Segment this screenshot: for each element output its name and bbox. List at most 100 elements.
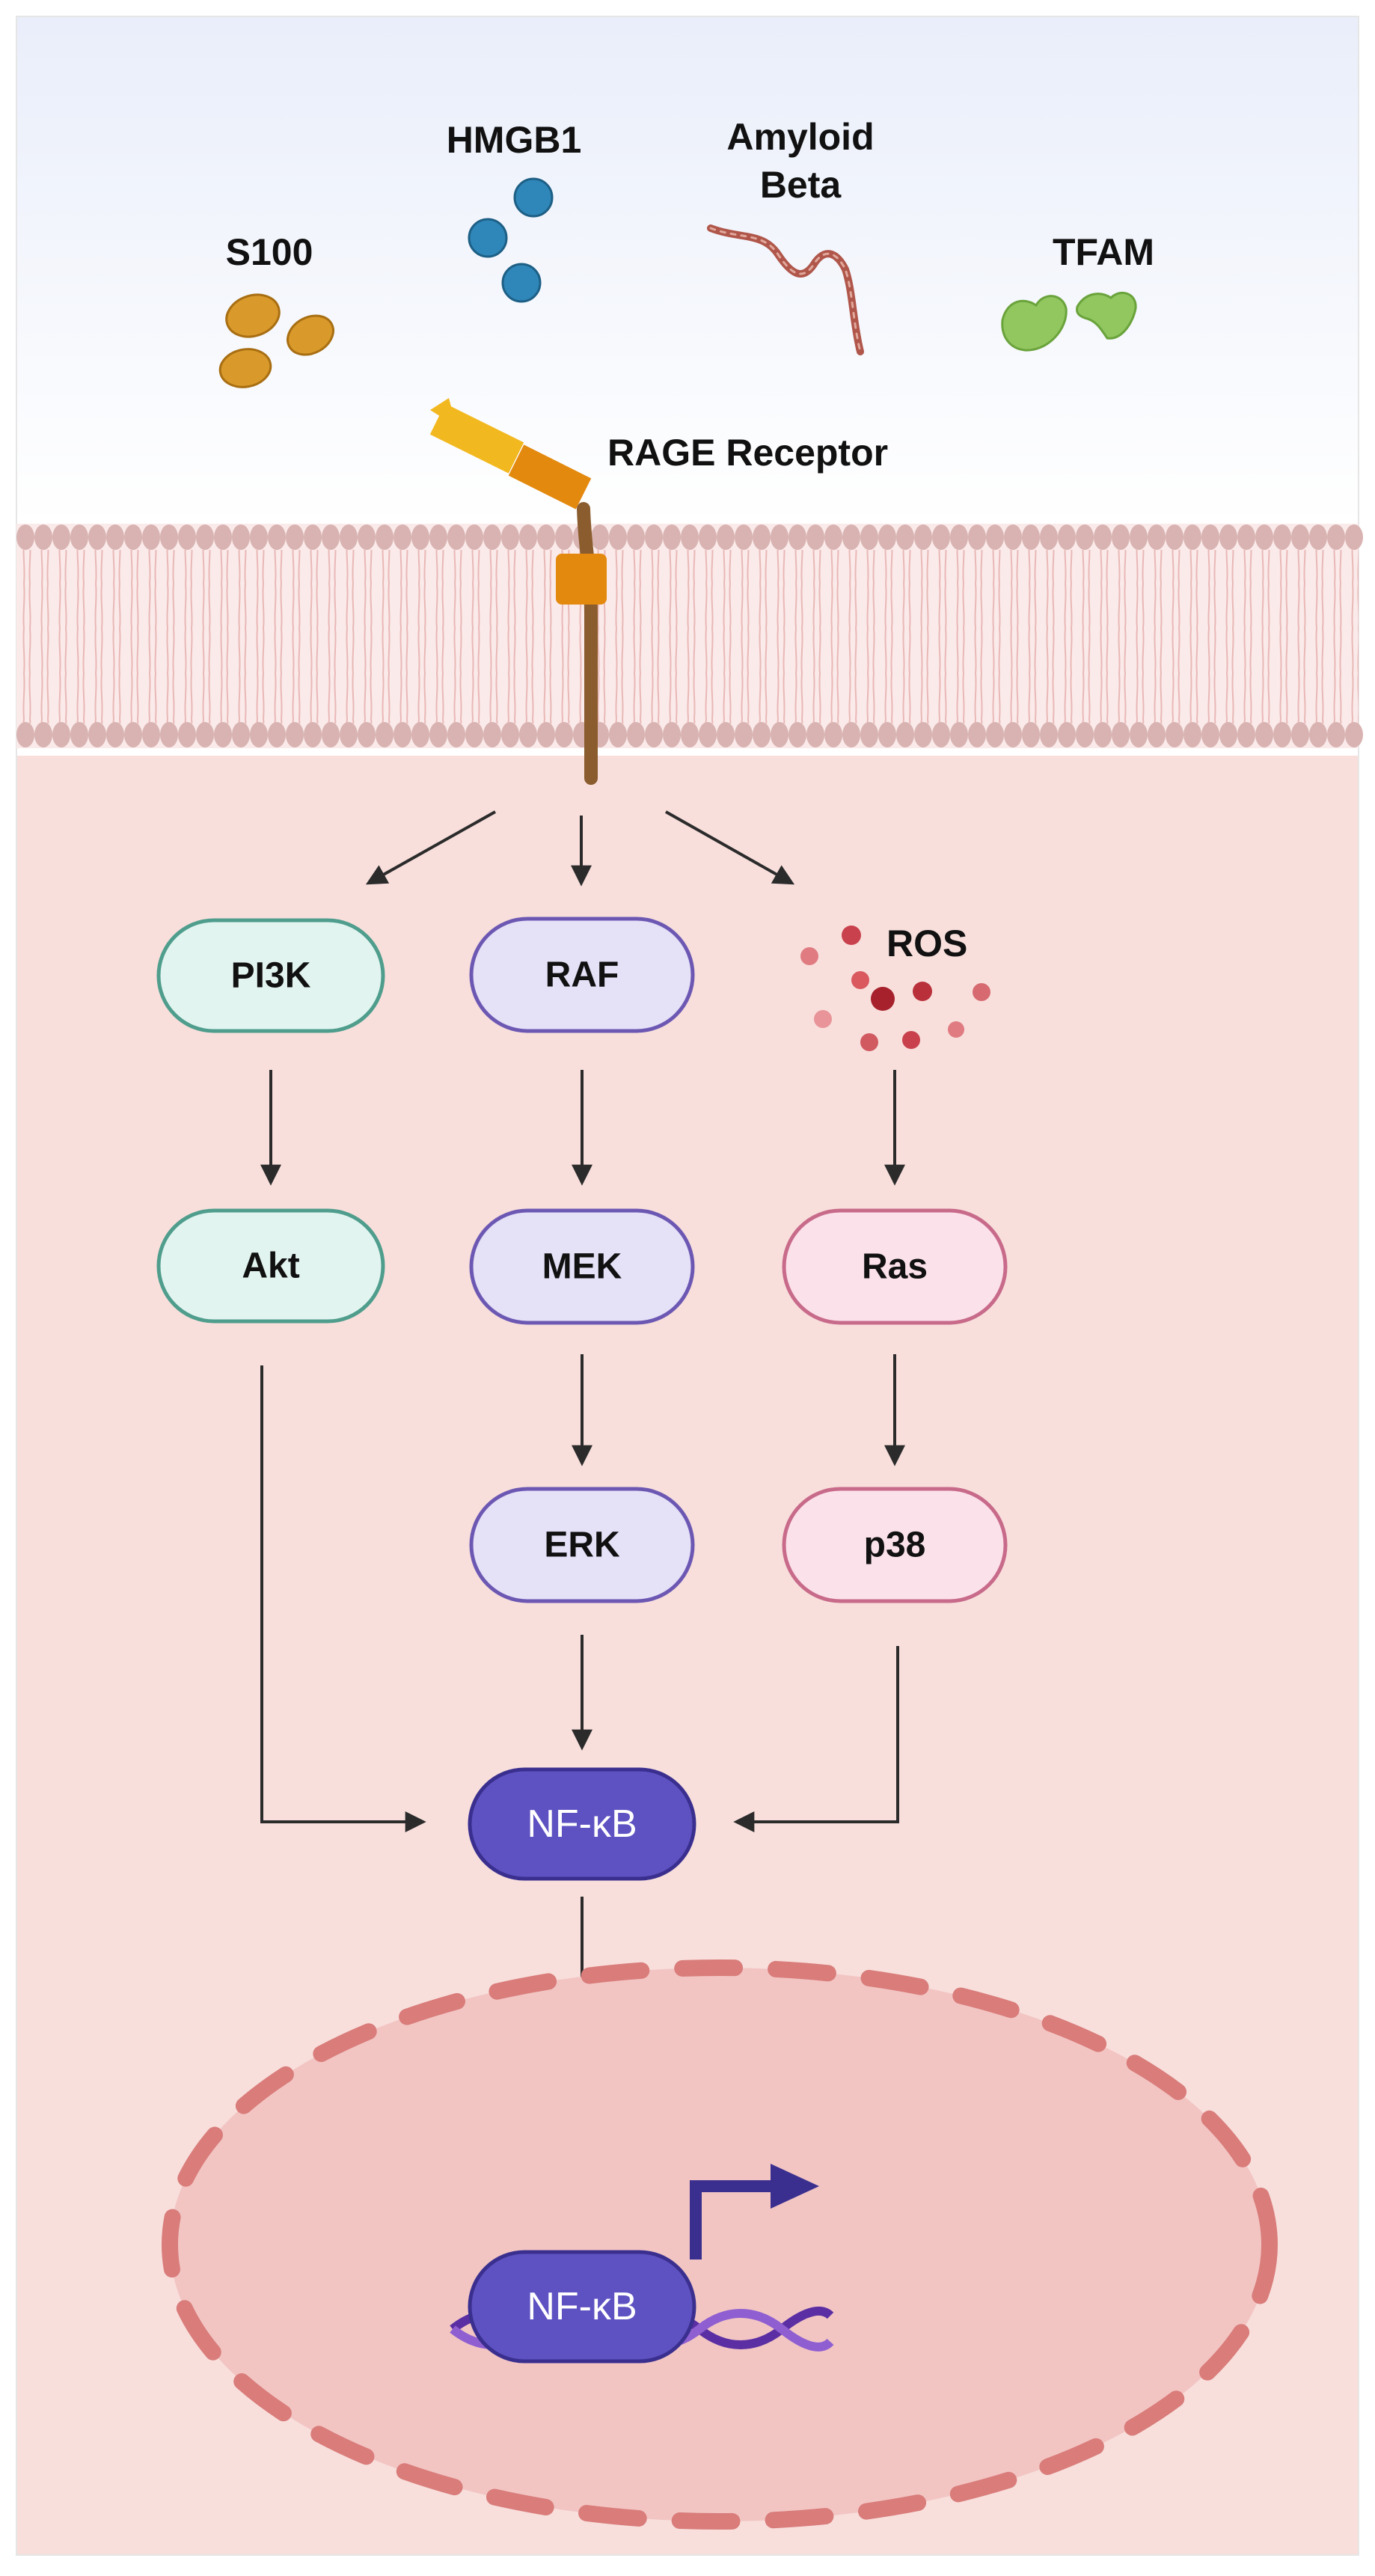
phospholipid-head <box>1148 722 1166 747</box>
phospholipid-head <box>537 722 555 747</box>
membrane-heads-outer <box>16 524 1363 550</box>
phospholipid-head <box>1130 722 1148 747</box>
phospholipid-head <box>824 722 842 747</box>
phospholipid-head <box>663 722 681 747</box>
amyloid-beta-label-line1: Amyloid <box>726 116 874 158</box>
phospholipid-head <box>160 524 178 550</box>
phospholipid-head <box>106 722 124 747</box>
phospholipid-head <box>447 722 465 747</box>
phospholipid-head <box>1040 524 1058 550</box>
phospholipid-head <box>1094 524 1112 550</box>
amyloid-beta-icon <box>707 224 864 355</box>
phospholipid-head <box>986 722 1004 747</box>
phospholipid-head <box>645 524 663 550</box>
phospholipid-head <box>1094 722 1112 747</box>
arrow-akt-nfkb <box>260 1365 426 1832</box>
pi3k-label: PI3K <box>231 956 311 996</box>
phospholipid-head <box>860 722 878 747</box>
phospholipid-head <box>645 722 663 747</box>
phospholipid-head <box>429 524 447 550</box>
phospholipid-head <box>142 722 160 747</box>
phospholipid-head <box>124 722 142 747</box>
akt-label: Akt <box>242 1246 299 1286</box>
phospholipid-head <box>1112 524 1130 550</box>
phospholipid-head <box>465 524 483 550</box>
tfam-icon <box>1001 291 1137 352</box>
phospholipid-head <box>896 524 914 550</box>
phospholipid-head <box>214 524 232 550</box>
phospholipid-head <box>1022 722 1040 747</box>
phospholipid-head <box>717 722 735 747</box>
phospholipid-head <box>1004 722 1022 747</box>
phospholipid-head <box>932 524 950 550</box>
phospholipid-head <box>932 722 950 747</box>
phospholipid-head <box>753 722 771 747</box>
phospholipid-head <box>896 722 914 747</box>
phospholipid-head <box>88 524 106 550</box>
phospholipid-head <box>1291 524 1309 550</box>
phospholipid-head <box>663 524 681 550</box>
phospholipid-head <box>1148 524 1166 550</box>
raf-label: RAF <box>545 955 619 995</box>
phospholipid-head <box>788 722 806 747</box>
phospholipid-head <box>1040 722 1058 747</box>
p38-label: p38 <box>864 1526 926 1565</box>
phospholipid-head <box>501 722 519 747</box>
phospholipid-head <box>717 524 735 550</box>
phospholipid-head <box>411 524 429 550</box>
phospholipid-head <box>609 722 627 747</box>
phospholipid-head <box>771 524 788 550</box>
s100-label: S100 <box>226 231 313 273</box>
membrane-heads-inner <box>16 722 1363 747</box>
phospholipid-head <box>555 524 573 550</box>
phospholipid-head <box>788 524 806 550</box>
arrow-p38-nfkb <box>733 1646 899 1832</box>
outer-frame <box>16 16 1359 2556</box>
phospholipid-head <box>806 524 824 550</box>
phospholipid-head <box>968 722 986 747</box>
phospholipid-head <box>771 722 788 747</box>
phospholipid-head <box>411 722 429 747</box>
arrow-to-ros <box>665 810 795 885</box>
amyloid-beta-label-line2: Beta <box>760 164 842 206</box>
rage-receptor-icon <box>429 398 607 785</box>
hmgb1-label: HMGB1 <box>447 119 582 161</box>
ras-label: Ras <box>862 1247 928 1287</box>
phospholipid-head <box>1237 722 1255 747</box>
phospholipid-head <box>878 722 896 747</box>
phospholipid-head <box>286 722 304 747</box>
phospholipid-head <box>393 722 411 747</box>
phospholipid-head <box>160 722 178 747</box>
phospholipid-head <box>1004 524 1022 550</box>
phospholipid-head <box>1201 722 1219 747</box>
phospholipid-head <box>824 524 842 550</box>
receptor-branch-arrows <box>365 810 795 887</box>
phospholipid-head <box>681 722 699 747</box>
nfkb-nucleus-node: NF-κB <box>468 2250 696 2364</box>
erk-node: ERK <box>469 1487 695 1603</box>
phospholipid-head <box>914 524 932 550</box>
phospholipid-head <box>376 722 393 747</box>
phospholipid-head <box>609 524 627 550</box>
phospholipid-head <box>591 524 609 550</box>
phospholipid-head <box>986 524 1004 550</box>
phospholipid-head <box>268 722 286 747</box>
phospholipid-head <box>268 524 286 550</box>
phospholipid-head <box>1345 722 1363 747</box>
phospholipid-head <box>501 524 519 550</box>
phospholipid-head <box>1327 524 1345 550</box>
ros-particles-icon <box>800 926 990 1051</box>
phospholipid-head <box>142 524 160 550</box>
phospholipid-head <box>735 722 753 747</box>
nfkb-nucleus-label: NF-κB <box>527 2285 637 2328</box>
rage-receptor-label: RAGE Receptor <box>607 432 888 474</box>
phospholipid-head <box>304 524 322 550</box>
phospholipid-head <box>842 524 860 550</box>
arrow-to-pi3k <box>365 810 496 885</box>
phospholipid-head <box>16 524 34 550</box>
phospholipid-head <box>735 524 753 550</box>
phospholipid-head <box>1309 722 1327 747</box>
phospholipid-head <box>1183 722 1201 747</box>
